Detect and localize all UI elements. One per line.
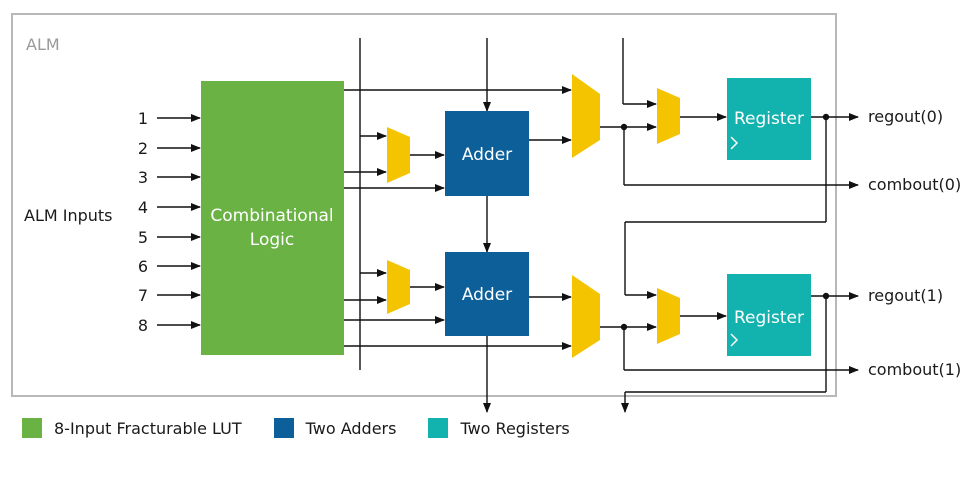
legend-swatch-lut	[22, 418, 42, 438]
alm-label: ALM	[26, 35, 60, 54]
input-number: 2	[138, 139, 148, 158]
junction-dot	[822, 113, 830, 121]
input-number: 5	[138, 228, 148, 247]
adder-label: Adder	[462, 145, 512, 165]
input-number: 6	[138, 257, 148, 276]
input-number: 3	[138, 168, 148, 187]
input-number: 8	[138, 316, 148, 335]
alm-boundary	[11, 13, 837, 397]
wires	[344, 38, 859, 413]
legend: 8-Input Fracturable LUT Two Adders Two R…	[22, 416, 602, 440]
junction-dot	[620, 323, 628, 331]
register-label: Register	[734, 308, 804, 328]
input-number: 1	[138, 109, 148, 128]
input-number: 7	[138, 286, 148, 305]
register-block	[727, 78, 811, 160]
combinational-logic-block	[201, 81, 344, 355]
adder-input-mux	[387, 127, 410, 183]
input-number: 4	[138, 198, 148, 217]
output-label-combout-0: combout(0)	[868, 175, 961, 194]
junction-dot	[822, 292, 830, 300]
adder-input-mux	[387, 260, 410, 314]
clock-input-icon	[730, 136, 739, 150]
legend-label: 8-Input Fracturable LUT	[54, 418, 242, 438]
legend-item-lut: 8-Input Fracturable LUT	[22, 418, 242, 438]
legend-label: Two Registers	[460, 418, 570, 438]
output-label-combout-1: combout(1)	[868, 360, 961, 379]
adder-block	[445, 252, 529, 336]
adder-label: Adder	[462, 285, 512, 305]
legend-item-registers: Two Registers	[428, 418, 570, 438]
output-label-regout-0: regout(0)	[868, 107, 943, 126]
clock-input-icon	[730, 333, 739, 347]
input-arrows	[157, 114, 201, 329]
junction-dot	[620, 123, 628, 131]
lut-label-line1: Combinational	[210, 206, 333, 226]
legend-label: Two Adders	[305, 418, 397, 438]
alm-inputs-label: ALM Inputs	[24, 206, 113, 225]
adder-block	[445, 111, 529, 196]
register-label: Register	[734, 109, 804, 129]
legend-item-adders: Two Adders	[273, 418, 397, 438]
legend-swatch-adders	[273, 418, 294, 438]
register-block	[727, 274, 811, 356]
register-input-mux	[657, 288, 680, 344]
output-mux	[572, 74, 600, 158]
lut-label-line2: Logic	[250, 230, 294, 250]
output-label-regout-1: regout(1)	[868, 286, 943, 305]
legend-swatch-registers	[428, 418, 449, 438]
register-input-mux	[657, 88, 680, 144]
output-mux	[572, 275, 600, 358]
